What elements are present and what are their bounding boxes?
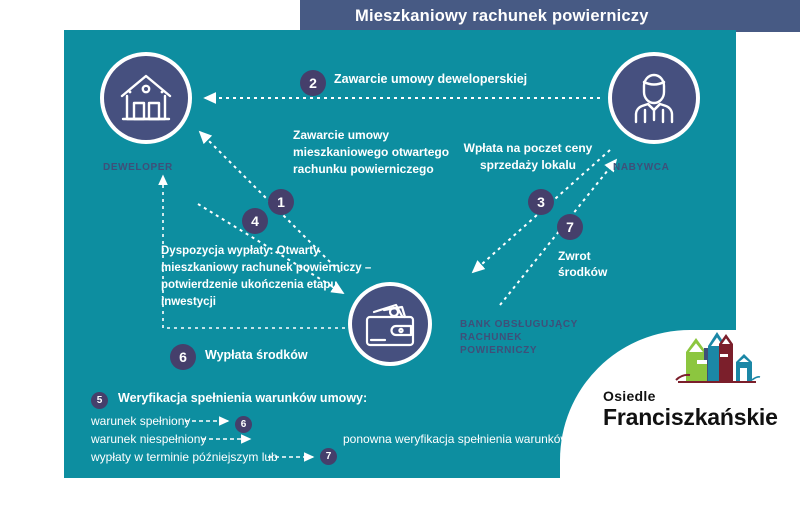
flow-label-step-1: Zawarcie umowy mieszkaniowego otwartego … (293, 128, 450, 176)
person-icon (634, 73, 674, 124)
flow-label-step-2: Zawarcie umowy deweloperskiej (334, 72, 528, 86)
legend-row-condition-met: warunek spełniony (91, 414, 191, 428)
badge-step-2[interactable]: 2 (300, 70, 326, 96)
node-buyer-label: NABYWCA (613, 162, 670, 173)
flow-label-step-4: Dyspozycja wypłaty: Otwarty mieszkaniowy… (161, 245, 372, 308)
wallet-icon (365, 303, 415, 347)
arrow-step1 (197, 203, 345, 294)
flow-label-step-7: Zwrot środków (558, 249, 608, 279)
node-bank-label-line1: BANK OBSŁUGUJĄCY (460, 319, 578, 330)
flow-label-step-3: Wpłata na poczet ceny sprzedaży lokalu (463, 141, 593, 172)
badge-step-6[interactable]: 6 (170, 344, 196, 370)
buildings-icon (675, 332, 761, 383)
node-bank-label-line2: RACHUNEK (460, 332, 523, 343)
node-developer-label: DEWELOPER (103, 162, 173, 173)
logo-line-2: Franciszkańskie (603, 404, 778, 430)
page-title: Mieszkaniowy rachunek powierniczy (355, 7, 649, 25)
badge-legend-6[interactable]: 6 (235, 416, 252, 433)
node-buyer-circle (612, 56, 696, 140)
legend-heading: Weryfikacja spełnienia warunków umowy: (118, 391, 368, 405)
flow-label-step-6: Wypłata środków (205, 348, 308, 362)
node-bank-label-line3: POWIERNICZY (460, 345, 538, 356)
badge-step-7[interactable]: 7 (557, 214, 583, 240)
legend-row-condition-unmet: warunek niespełniony (91, 432, 207, 446)
legend-row-later-payment: wypłaty w terminie późniejszym lub (91, 450, 278, 464)
badge-legend-5[interactable]: 5 (91, 392, 108, 409)
logo-line-1: Osiedle (603, 388, 656, 404)
header-bar (300, 0, 800, 32)
node-developer-circle (104, 56, 188, 140)
badge-step-3[interactable]: 3 (528, 189, 554, 215)
badge-legend-7[interactable]: 7 (320, 448, 337, 465)
legend-row-condition-unmet-result: ponowna weryfikacja spełnienia warunków (343, 432, 570, 446)
house-icon (120, 74, 172, 121)
badge-step-1[interactable]: 1 (268, 189, 294, 215)
node-bank-circle (352, 286, 428, 362)
badge-step-4[interactable]: 4 (242, 208, 268, 234)
node-bank-label: BANK OBSŁUGUJĄCY RACHUNEK POWIERNICZY (460, 318, 590, 357)
